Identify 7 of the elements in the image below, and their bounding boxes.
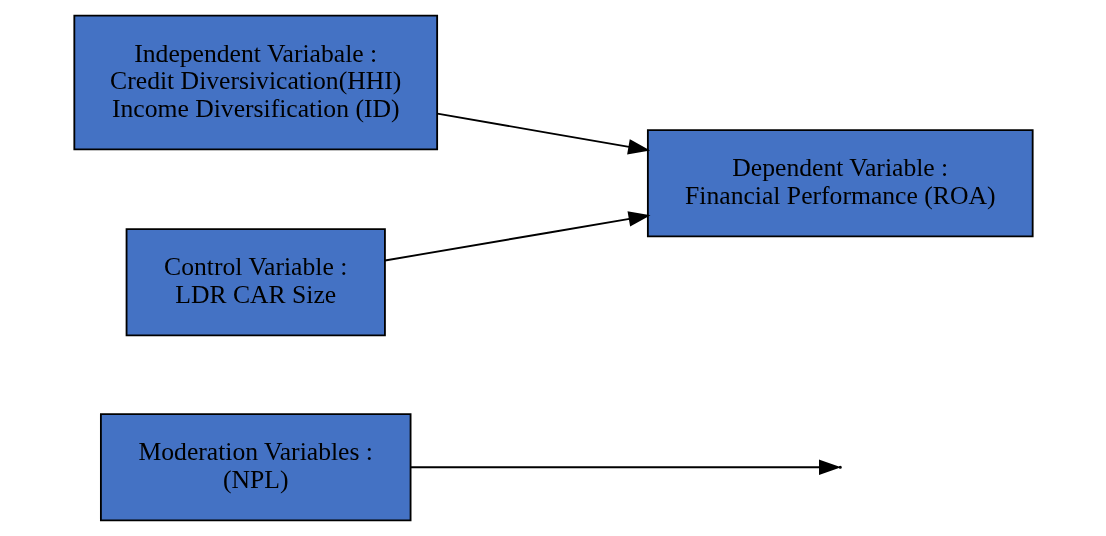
arrow: [435, 112, 650, 155]
arrow: [383, 211, 651, 262]
node-box: Dependent Variable : Financial Performance (ROA): [646, 129, 1034, 238]
arrow: [409, 459, 841, 475]
node-box: Independent Variabale : Credit Diversivication(HHI) Income Diversification (ID): [72, 14, 438, 151]
node-box: Moderation Variables : (NPL): [99, 413, 411, 522]
node-box: Control Variable : LDR CAR Size: [125, 228, 386, 337]
